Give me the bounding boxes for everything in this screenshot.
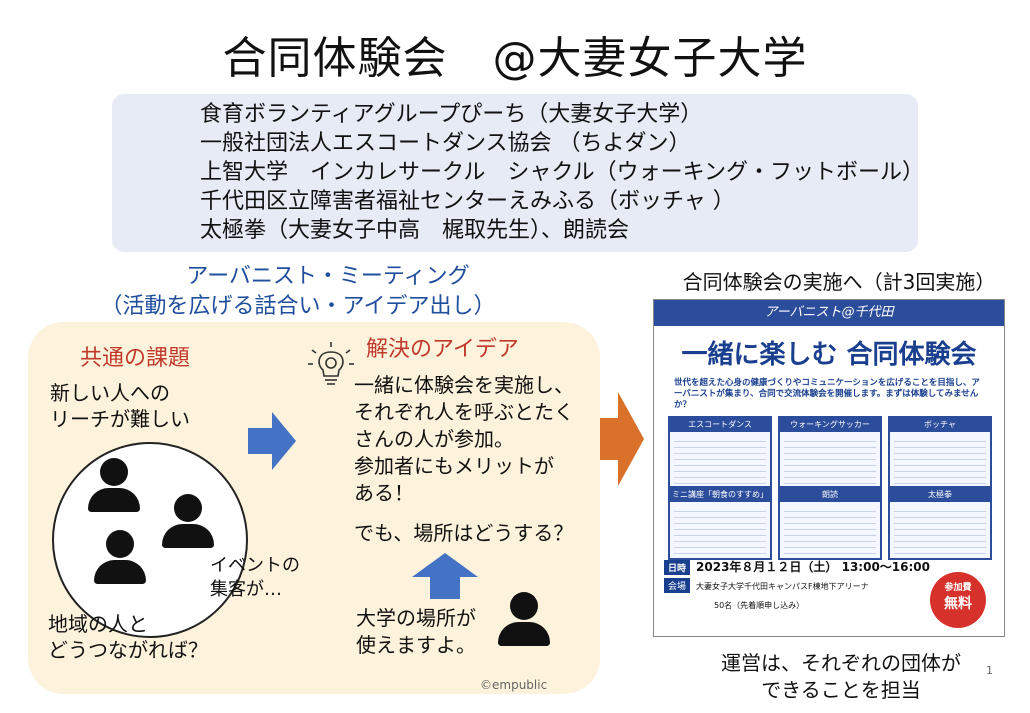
university-offer-line: 使えますよ。: [356, 633, 476, 657]
organization-item: 太極拳（大妻女子中高 梶取先生）、朗読会: [200, 218, 630, 243]
meeting-subtitle: （活動を広げる話合い・アイデア出し）: [100, 294, 496, 319]
flyer-activity-card: ミニ講座「朝食のすすめ」: [668, 486, 772, 560]
reach-issue-text: 新しい人への リーチが難しい: [50, 380, 190, 432]
region-issue-line: どうつながれば？: [48, 638, 208, 662]
flyer-card-title: 朗読: [780, 488, 880, 502]
ideas-line: ある！: [354, 481, 414, 505]
venue-question: でも、場所はどうする？: [354, 521, 574, 545]
event-issue-text: イベントの 集客が…: [210, 554, 300, 602]
flyer-card-title: ウォーキングサッカー: [780, 418, 880, 432]
flyer-venue-label: 会場: [664, 578, 691, 593]
flyer-date: 2023年８月１２日（土） 13:00～16:00: [696, 560, 930, 574]
flyer-venue-row: 会場大妻女子大学千代田キャンパスF棟地下アリーナ: [664, 578, 869, 593]
organization-item: 食育ボランティアグループぴーち（大妻女子大学）: [200, 102, 703, 127]
flyer-activity-card: ボッチャ: [888, 416, 992, 490]
page-title: 合同体験会 @大妻女子大学: [222, 33, 808, 84]
flyer-card-title: ミニ講座「朝食のすすめ」: [670, 488, 770, 502]
reach-issue-line: 新しい人への: [50, 381, 170, 405]
copyright-credit: ©empublic: [480, 678, 548, 692]
flyer-fee-label: 参加費: [944, 583, 972, 593]
organization-item: 上智大学 インカレサークル シャクル（ウォーキング・フットボール）: [200, 160, 925, 185]
flyer-title: 一緒に楽しむ 合同体験会: [681, 340, 977, 370]
common-issues-heading: 共通の課題: [80, 346, 191, 371]
flyer-venue: 大妻女子大学千代田キャンパスF棟地下アリーナ: [696, 582, 869, 591]
region-issue-text: 地域の人と どうつながれば？: [48, 611, 208, 663]
lightbulb-icon: [308, 342, 354, 385]
ideas-line: 一緒に体験会を実施し、: [354, 373, 574, 397]
flyer-date-row: 日時 2023年８月１２日（土） 13:00～16:00: [664, 558, 930, 575]
ideas-heading: 解決のアイデア: [366, 337, 519, 362]
community-circle: [52, 442, 248, 638]
meeting-heading: アーバニスト・ミーティング （活動を広げる話合い・アイデア出し）: [88, 262, 508, 322]
event-flyer: アーバニスト@千代田 一緒に楽しむ 合同体験会 世代を超えた心身の健康づくりやコ…: [653, 299, 1005, 637]
ideas-line: 参加者にもメリットが: [354, 454, 554, 478]
flyer-fee: 無料: [944, 596, 972, 612]
management-note: 運営は、それぞれの団体が できることを担当: [686, 650, 996, 704]
flyer-card-title: エスコートダンス: [670, 418, 770, 432]
flyer-fee-badge: 参加費 無料: [930, 572, 986, 628]
flyer-activity-card: ウォーキングサッカー: [778, 416, 882, 490]
flyer-capacity: 50名（先着順申し込み）: [714, 601, 805, 610]
flyer-card-title: 太極拳: [890, 488, 990, 502]
organization-item: 一般社団法人エスコートダンス協会 （ちよダン）: [200, 131, 691, 156]
organization-list: 食育ボランティアグループぴーち（大妻女子大学） 一般社団法人エスコートダンス協会…: [200, 100, 924, 245]
ideas-text: 一緒に体験会を実施し、 それぞれ人を呼ぶとたく さんの人が参加。 参加者にもメリ…: [354, 372, 574, 507]
flyer-description: 世代を超えた心身の健康づくりやコミュニケーションを広げることを目指し、アーバニス…: [674, 378, 980, 410]
flyer-activity-card: 太極拳: [888, 486, 992, 560]
management-line: 運営は、それぞれの団体が: [721, 651, 961, 675]
page-number: 1: [986, 664, 993, 677]
flyer-card-title: ボッチャ: [890, 418, 990, 432]
joint-event-heading: 合同体験会の実施へ（計3回実施）: [682, 270, 996, 294]
flyer-activity-card: 朗読: [778, 486, 882, 560]
flyer-date-label: 日時: [664, 560, 691, 575]
reach-issue-line: リーチが難しい: [50, 407, 190, 431]
right-arrow-icon: [248, 412, 296, 470]
organization-list-box: 食育ボランティアグループぴーち（大妻女子大学） 一般社団法人エスコートダンス協会…: [112, 94, 924, 252]
university-offer-line: 大学の場所が: [356, 606, 476, 630]
organization-item: 千代田区立障害者福祉センターえみふる（ボッチャ ）: [200, 189, 735, 214]
flyer-banner: アーバニスト@千代田: [654, 300, 1004, 326]
flyer-activity-card: エスコートダンス: [668, 416, 772, 490]
right-arrow-icon: [600, 392, 644, 486]
event-issue-line: 集客が…: [210, 579, 282, 600]
ideas-line: それぞれ人を呼ぶとたく: [354, 400, 574, 424]
meeting-title: アーバニスト・ミーティング: [186, 264, 470, 289]
event-issue-line: イベントの: [210, 555, 300, 576]
region-issue-line: 地域の人と: [48, 612, 148, 636]
up-arrow-icon: [412, 553, 478, 599]
ideas-line: さんの人が参加。: [354, 427, 514, 451]
university-offer-text: 大学の場所が 使えますよ。: [356, 605, 476, 659]
management-line: できることを担当: [761, 678, 921, 702]
